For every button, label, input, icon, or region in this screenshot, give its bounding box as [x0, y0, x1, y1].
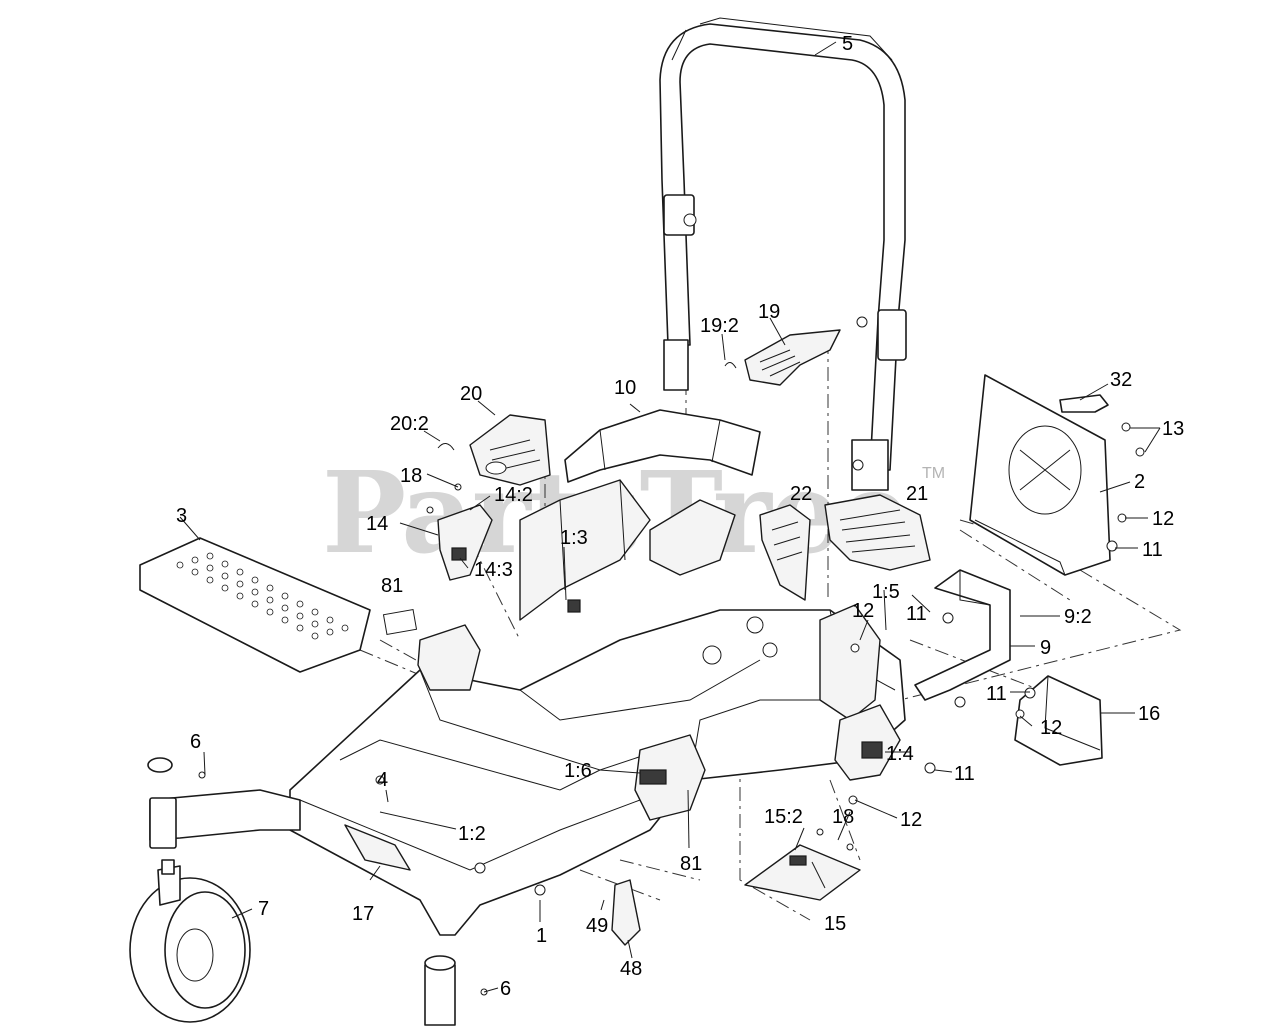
callout-1-3: 1:3 [560, 527, 588, 549]
callout-17: 17 [352, 903, 374, 925]
callout-1-4: 1:4 [886, 743, 914, 765]
callout-1: 1 [536, 925, 547, 947]
fan-32 [1059, 394, 1109, 413]
side-plate-2 [969, 374, 1111, 576]
leader-lines [179, 41, 1161, 993]
bracket-14 [437, 504, 493, 581]
callout-10: 10 [614, 377, 636, 399]
callout-2: 2 [1134, 471, 1145, 493]
callout-7: 7 [258, 898, 269, 920]
plate-15 [744, 844, 861, 901]
callout-14-2: 14:2 [494, 484, 533, 506]
bracket-19 [744, 329, 841, 386]
callout-22: 22 [790, 483, 812, 505]
callout-15: 15 [824, 913, 846, 935]
callout-11b: 11 [906, 603, 927, 625]
fasteners [198, 422, 1145, 996]
floor-plate-3 [139, 537, 371, 673]
shroud-9 [914, 569, 1011, 701]
callout-9-2: 9:2 [1064, 606, 1092, 628]
callout-14-3: 14:3 [474, 559, 513, 581]
callout-48: 48 [620, 958, 642, 980]
caster-arm-6 [147, 757, 456, 1026]
callout-15-2: 15:2 [764, 806, 803, 828]
clip-19-2 [724, 362, 737, 369]
callout-14: 14 [366, 513, 388, 535]
callout-5: 5 [842, 33, 853, 55]
callout-9: 9 [1040, 637, 1051, 659]
watermark-trademark: TM [922, 465, 945, 482]
callout-13: 13 [1162, 418, 1184, 440]
callout-11c: 11 [986, 683, 1007, 705]
callout-20: 20 [460, 383, 482, 405]
callout-3: 3 [176, 505, 187, 527]
callout-11d: 11 [954, 763, 975, 785]
callout-12d: 12 [900, 809, 922, 831]
callout-16: 16 [1138, 703, 1160, 725]
caster-wheel-7 [129, 859, 251, 1023]
callout-18b: 18 [832, 806, 854, 828]
shield-21 [824, 494, 931, 571]
callout-18a: 18 [400, 465, 422, 487]
callout-81a: 81 [381, 575, 403, 597]
callout-4: 4 [377, 769, 388, 791]
cover-16 [1014, 675, 1103, 766]
bracket-48 [611, 879, 641, 946]
perforation-holes [176, 552, 349, 640]
callout-49: 49 [586, 915, 608, 937]
main-frame-1 [289, 479, 906, 936]
label-81 [382, 608, 418, 636]
callout-1-5: 1:5 [872, 581, 900, 603]
callout-12b: 12 [852, 600, 874, 622]
callout-20-2: 20:2 [390, 413, 429, 435]
callout-11a: 11 [1142, 539, 1163, 561]
callout-32: 32 [1110, 369, 1132, 391]
callout-19: 19 [758, 301, 780, 323]
clip-20-2 [437, 443, 455, 451]
shield-22 [759, 504, 811, 601]
callout-19-2: 19:2 [700, 315, 739, 337]
rops-roll-bar [659, 17, 907, 491]
callout-6a: 6 [190, 731, 201, 753]
callouts: 5 19 19:2 10 20 20:2 32 13 2 12 11 18 14… [176, 33, 1184, 1000]
callout-12c: 12 [1040, 717, 1062, 739]
panel-10 [564, 409, 761, 483]
callout-81b: 81 [680, 853, 702, 875]
callout-1-6: 1:6 [564, 760, 592, 782]
callout-21: 21 [906, 483, 928, 505]
callout-12a: 12 [1152, 508, 1174, 530]
callout-1-2: 1:2 [458, 823, 486, 845]
callout-6b: 6 [500, 978, 511, 1000]
bracket-20 [469, 414, 551, 486]
